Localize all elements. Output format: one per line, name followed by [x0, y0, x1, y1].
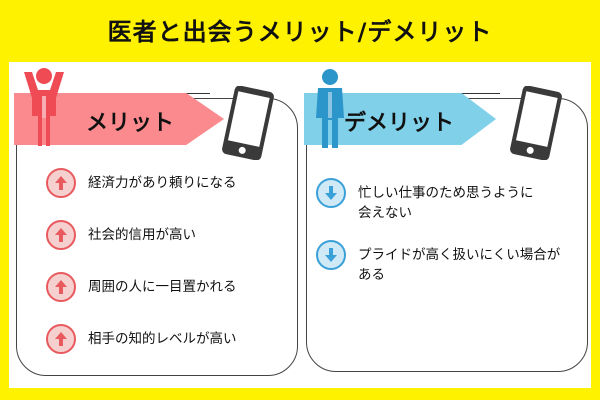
merit-item: 相手の知的レベルが高い [46, 324, 237, 354]
demerit-item: 忙しい仕事のため思うように 会えない [316, 178, 534, 223]
merit-item: 経済力があり頼りになる [46, 168, 237, 198]
merit-item: 周囲の人に一目置かれる [46, 272, 237, 302]
arrow-up-circle-icon [46, 168, 76, 198]
person-arms-raised-icon [24, 68, 64, 146]
page-title: 医者と出会うメリット/デメリット [107, 17, 493, 46]
arrow-up-circle-icon [46, 272, 76, 302]
merit-item: 社会的信用が高い [46, 220, 196, 250]
merit-item-text: 周囲の人に一目置かれる [88, 279, 237, 295]
smartphone-icon [222, 86, 274, 160]
arrow-down-circle-icon [316, 178, 346, 208]
demerit-item: プライドが高く扱いにくい場合が ある [316, 240, 560, 285]
arrow-up-circle-icon [46, 220, 76, 250]
demerit-item-text: プライドが高く扱いにくい場合が ある [358, 247, 561, 283]
merit-item-text: 相手の知的レベルが高い [88, 331, 237, 347]
demerit-item-text: 忙しい仕事のため思うように 会えない [358, 185, 534, 221]
person-standing-icon [316, 69, 344, 148]
smartphone-icon [510, 86, 562, 160]
demerit-label: デメリット [344, 111, 455, 136]
merit-item-text: 社会的信用が高い [88, 227, 196, 243]
arrow-up-circle-icon [46, 324, 76, 354]
arrow-down-circle-icon [316, 240, 346, 270]
merit-label: メリット [86, 111, 175, 136]
merit-item-text: 経済力があり頼りになる [88, 175, 237, 191]
